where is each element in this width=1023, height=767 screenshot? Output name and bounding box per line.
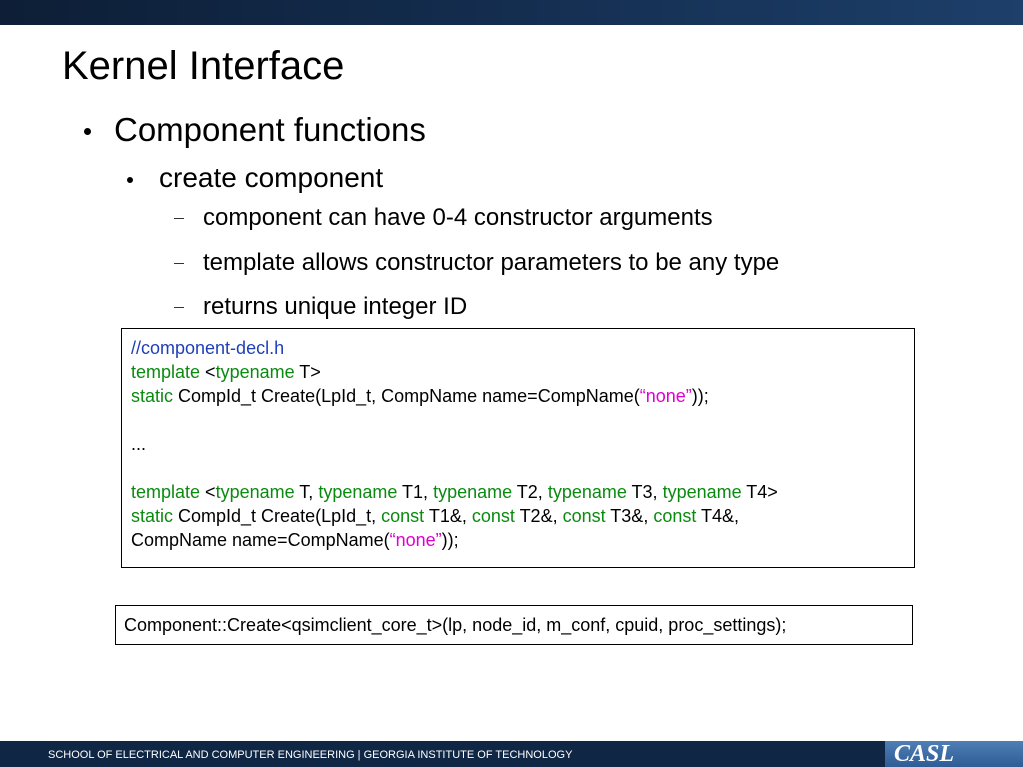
bullet-dot-icon (84, 128, 91, 135)
code-keyword: template (131, 362, 201, 382)
code-line-ellipsis: ... (131, 432, 905, 456)
code-declaration-box: //component-decl.h template <typename T>… (121, 328, 915, 568)
code-keyword: const (653, 506, 697, 526)
code-keyword: const (562, 506, 606, 526)
code-keyword: const (381, 506, 425, 526)
code-line-compname: CompName name=CompName(“none”)); (131, 528, 905, 552)
code-line-create-signature: static CompId_t Create(LpId_t, CompName … (131, 384, 905, 408)
footer-bar: SCHOOL OF ELECTRICAL AND COMPUTER ENGINE… (0, 741, 1023, 767)
code-text: < (200, 362, 216, 382)
dash-bullet-icon (174, 307, 184, 308)
code-keyword: static (131, 506, 174, 526)
code-example-call-box: Component::Create<qsimclient_core_t>(lp,… (115, 605, 913, 645)
code-text: < (200, 482, 216, 502)
code-keyword: template (131, 482, 201, 502)
code-text: )); (691, 386, 709, 406)
code-string: “none” (389, 530, 442, 550)
dash-bullet-icon (174, 263, 184, 264)
code-text: CompName name=CompName( (131, 530, 390, 550)
bullet-dot-icon (127, 177, 133, 183)
bullet-level1-text: Component functions (114, 111, 426, 148)
code-keyword: const (471, 506, 515, 526)
code-text: CompId_t Create(LpId_t, (173, 506, 382, 526)
code-text: T3, (626, 482, 663, 502)
code-line-blank (131, 456, 905, 480)
code-keyword: typename (547, 482, 627, 502)
code-keyword: typename (318, 482, 398, 502)
code-text: T4> (741, 482, 778, 502)
code-ellipsis: ... (131, 434, 147, 454)
code-keyword: typename (215, 482, 295, 502)
dash-bullet-icon (174, 218, 184, 219)
casl-logo-text: CASL (894, 741, 955, 767)
code-line-blank (131, 408, 905, 432)
code-text: T> (294, 362, 321, 382)
code-text: T, (294, 482, 319, 502)
code-text: T2&, (514, 506, 563, 526)
code-example-call: Component::Create<qsimclient_core_t>(lp,… (124, 615, 787, 635)
code-keyword: static (131, 386, 174, 406)
bullet-level3-text: component can have 0-4 constructor argum… (203, 204, 713, 231)
code-line-create-multi-signature: static CompId_t Create(LpId_t, const T1&… (131, 504, 905, 528)
casl-logo: CASL (885, 741, 1023, 767)
code-text: T2, (512, 482, 548, 502)
code-keyword: typename (662, 482, 742, 502)
code-text: T1, (397, 482, 434, 502)
code-string: “none” (639, 386, 692, 406)
code-comment: //component-decl.h (131, 338, 285, 358)
code-text: )); (441, 530, 459, 550)
code-keyword: typename (433, 482, 513, 502)
code-text: T4&, (696, 506, 740, 526)
code-line-template-multi: template <typename T, typename T1, typen… (131, 480, 905, 504)
code-line-comment: //component-decl.h (131, 336, 905, 360)
code-text: T1&, (424, 506, 472, 526)
bullet-level3-text: returns unique integer ID (203, 293, 468, 320)
code-text: T3&, (605, 506, 654, 526)
code-line-template: template <typename T> (131, 360, 905, 384)
bullet-level3-text: template allows constructor parameters t… (203, 249, 780, 276)
bullet-level2-text: create component (159, 162, 384, 193)
code-keyword: typename (215, 362, 295, 382)
footer-text: SCHOOL OF ELECTRICAL AND COMPUTER ENGINE… (48, 749, 573, 761)
code-text: CompId_t Create(LpId_t, CompName name=Co… (173, 386, 640, 406)
slide-title: Kernel Interface (62, 44, 345, 88)
top-header-bar (0, 0, 1023, 25)
